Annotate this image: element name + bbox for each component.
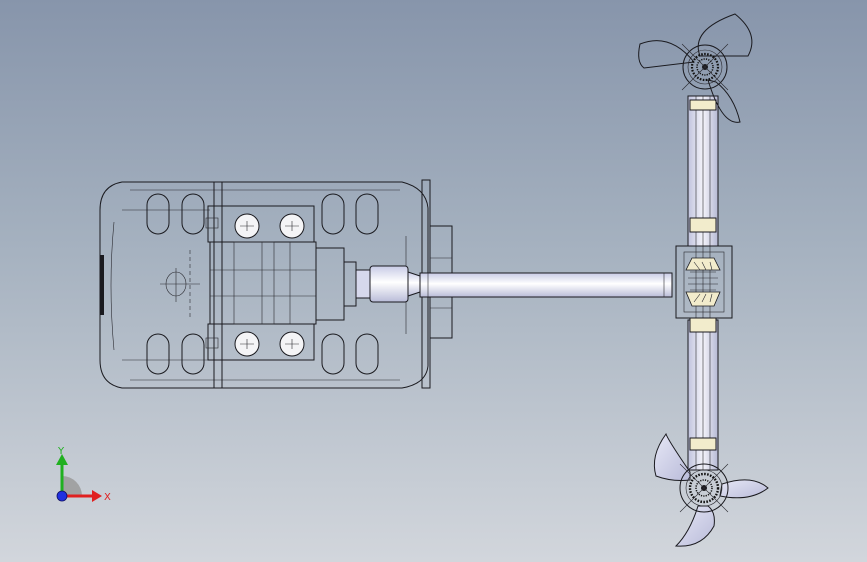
centre-mark-icon [160,250,200,320]
motor-housing[interactable] [99,181,429,389]
y-axis-label: Y [57,446,65,457]
lower-propeller[interactable] [653,432,769,547]
vertical-tube[interactable] [687,95,719,471]
upper-propeller[interactable] [638,13,753,123]
gearbox[interactable] [675,245,733,319]
z-axis-dot-icon [56,490,68,502]
coordinate-triad: Y X [56,446,111,503]
x-axis-label: X [104,492,111,503]
mounting-bolts [234,213,305,357]
coupling[interactable] [355,265,421,303]
drive-shaft[interactable] [419,272,673,298]
cooling-slots-bottom [146,333,379,375]
cooling-slots-top [146,193,379,235]
end-cap-vents [100,255,104,315]
